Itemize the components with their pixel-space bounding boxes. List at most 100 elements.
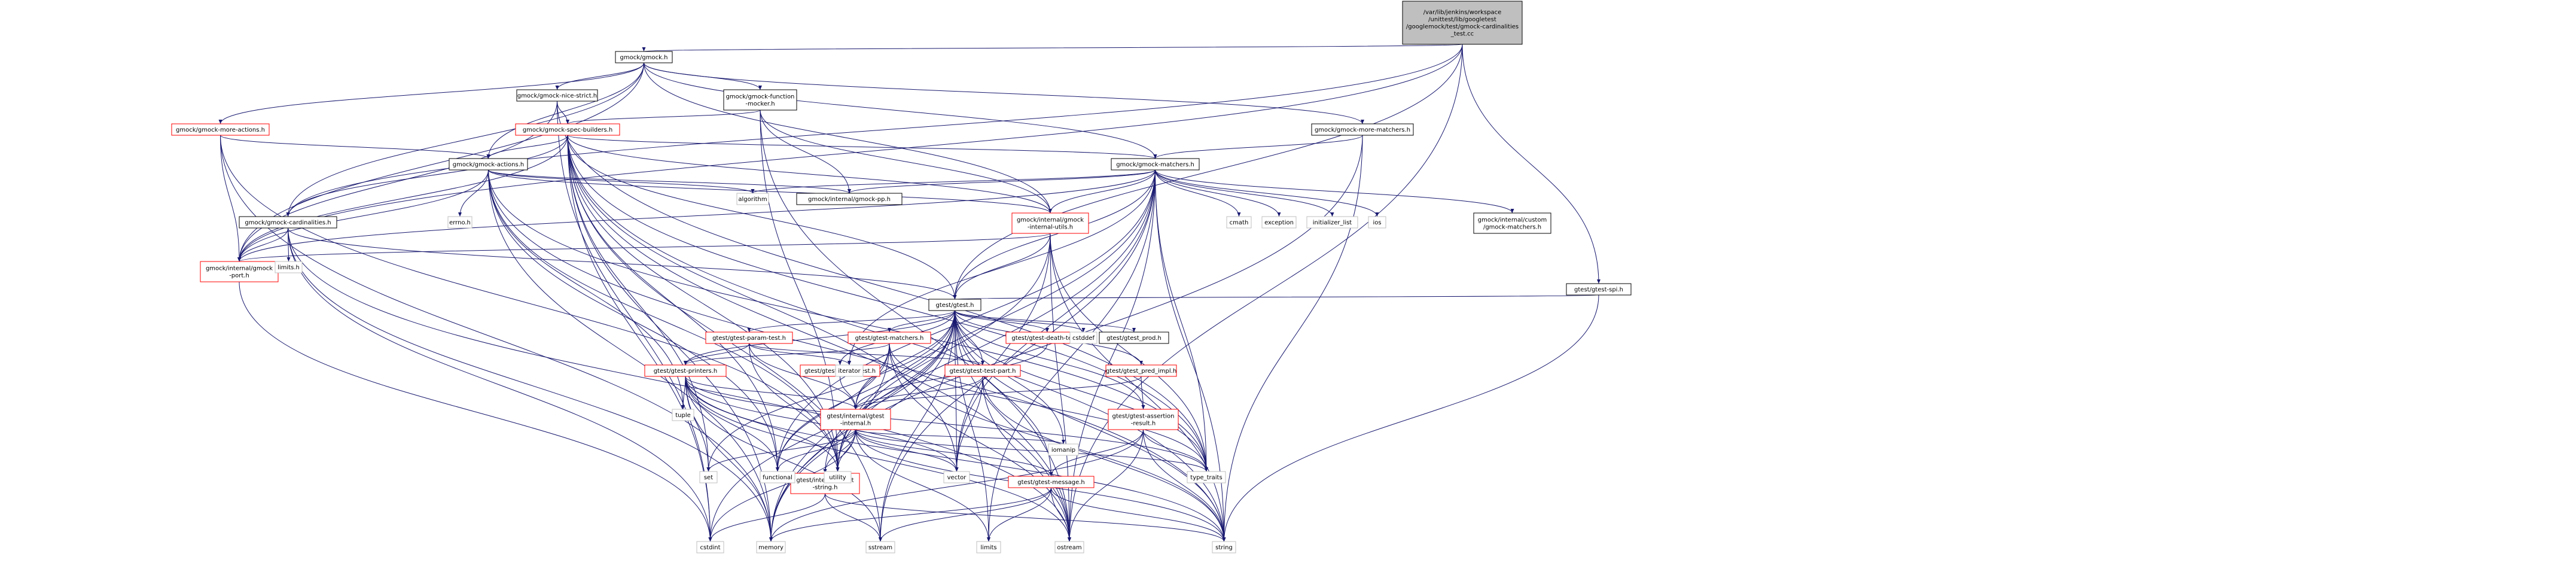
node-test-part[interactable]: gtest/gtest-test-part.h: [944, 364, 1021, 377]
node-gmock-pp[interactable]: gmock/internal/gmock-pp.h: [796, 193, 903, 205]
dependency-edge: [825, 493, 1226, 542]
dependency-edge: [776, 343, 890, 472]
node-root[interactable]: /var/lib/jenkins/workspace/unittest/lib/…: [1402, 1, 1523, 45]
dependency-edge: [955, 169, 1156, 472]
dependency-edge: [1051, 487, 1226, 542]
node-box: [515, 123, 620, 136]
node-assertion-result[interactable]: gtest/gtest-assertion-result.h: [1108, 409, 1179, 430]
dependency-edge: [749, 343, 984, 366]
node-gmock-port[interactable]: gmock/internal/gmock-port.h: [200, 261, 279, 282]
dependency-edge: [644, 62, 1157, 159]
dependency-edge: [237, 169, 489, 262]
dependency-edge: [953, 233, 1051, 300]
node-cardinalities[interactable]: gmock/gmock-cardinalities.h: [239, 216, 337, 229]
dependency-edge: [987, 169, 1156, 542]
node-actions[interactable]: gmock/gmock-actions.h: [449, 158, 528, 171]
node-box: [516, 89, 598, 102]
node-box: [1111, 158, 1200, 171]
node-label: /googlemock/test/gmock-cardinalities: [1406, 24, 1519, 31]
node-gtest-prod[interactable]: gtest/gtest_prod.h: [1099, 331, 1169, 344]
node-label: exception: [1264, 220, 1294, 226]
node-box: [171, 123, 270, 136]
node-custom-matchers[interactable]: gmock/internal/custom/gmock-matchers.h: [1473, 212, 1551, 234]
dependency-edge: [1048, 169, 1156, 214]
node-nice-strict[interactable]: gmock/gmock-nice-strict.h: [516, 89, 598, 102]
dependency-edge: [486, 62, 644, 159]
node-box: [1368, 216, 1386, 229]
node-label: gmock/gmock-more-actions.h: [176, 127, 265, 133]
dependency-edge: [1155, 169, 1208, 472]
dependency-edge: [685, 376, 711, 472]
node-matchers[interactable]: gmock/gmock-matchers.h: [1111, 158, 1200, 171]
dependency-edge: [1222, 294, 1599, 542]
node-label: cstddef: [1072, 335, 1095, 342]
node-box: [275, 261, 303, 273]
node-box: [696, 541, 724, 553]
node-more-matchers[interactable]: gmock/gmock-more-matchers.h: [1311, 123, 1414, 136]
node-box: [928, 299, 981, 311]
node-box: [672, 409, 694, 421]
node-box: [1187, 471, 1226, 483]
dependency-edge: [953, 169, 1156, 300]
node-box: [1306, 216, 1358, 229]
dependency-edge: [889, 343, 1208, 472]
node-label: -port.h: [229, 273, 249, 279]
node-sstream: sstream: [865, 541, 895, 553]
node-label: gtest/gtest-test-part.h: [950, 368, 1016, 375]
node-ios: ios: [1368, 216, 1386, 229]
dependency-edge: [1143, 429, 1208, 472]
node-gtest-matchers[interactable]: gtest/gtest-matchers.h: [848, 331, 931, 344]
dependency-edge: [879, 487, 1051, 542]
dependency-edge: [776, 429, 856, 472]
node-label: gmock/gmock-matchers.h: [1116, 162, 1194, 168]
dependency-edge: [953, 44, 1463, 300]
dependency-edge: [1462, 44, 1601, 284]
dependency-edge: [220, 135, 840, 472]
node-label: type_traits: [1190, 474, 1222, 481]
node-gtest-spi[interactable]: gtest/gtest-spi.h: [1566, 283, 1632, 296]
dependency-edge: [1068, 44, 1463, 542]
dependency-edge: [237, 233, 1051, 262]
node-gtest[interactable]: gtest/gtest.h: [928, 299, 981, 311]
node-label: utility: [829, 474, 846, 481]
dependency-edge: [488, 169, 1226, 542]
node-printers[interactable]: gtest/gtest-printers.h: [644, 364, 727, 377]
dependency-edge: [955, 310, 1053, 477]
node-label: limits.h: [278, 264, 300, 271]
dependency-edge: [1051, 487, 1071, 542]
node-box: [1212, 541, 1236, 553]
dependency-edge: [769, 169, 1156, 542]
dependency-edge: [760, 110, 1071, 542]
dependency-edge: [567, 135, 1052, 214]
dependency-edge: [286, 135, 568, 217]
node-spec-builders[interactable]: gmock/gmock-spec-builders.h: [515, 123, 620, 136]
node-more-actions[interactable]: gmock/gmock-more-actions.h: [171, 123, 270, 136]
node-pred-impl[interactable]: gtest/gtest_pred_impl.h: [1105, 364, 1177, 377]
dependency-edge: [749, 343, 840, 472]
dependency-edge: [955, 310, 1136, 333]
dependency-edge: [823, 429, 856, 474]
dependency-edge: [1155, 169, 1334, 217]
dependency-edge: [955, 310, 959, 472]
node-label: gtest/gtest-spi.h: [1574, 287, 1623, 293]
node-box: [200, 261, 279, 282]
node-label: cmath: [1230, 220, 1249, 226]
dependency-edge: [288, 227, 957, 300]
node-gtest-internal[interactable]: gtest/internal/gtest-internal.h: [820, 409, 891, 430]
node-algorithm: algorithm: [736, 193, 769, 205]
node-functional: functional: [760, 471, 795, 483]
node-gtest-message[interactable]: gtest/gtest-message.h: [1008, 476, 1095, 488]
dependency-edge: [685, 376, 1071, 542]
dependency-edge: [848, 169, 1156, 366]
node-box: [449, 158, 528, 171]
node-param-test[interactable]: gtest/gtest-param-test.h: [705, 331, 793, 344]
dependency-edge: [220, 135, 490, 159]
dependency-edge: [760, 110, 1052, 214]
dependency-edge: [1068, 429, 1144, 542]
node-label: gmock/gmock.h: [620, 54, 668, 61]
node-gmock[interactable]: gmock/gmock.h: [615, 51, 673, 63]
dependency-edge: [685, 376, 858, 410]
node-box: [1566, 283, 1632, 296]
node-fn-mocker[interactable]: gmock/gmock-function-mocker.h: [723, 89, 797, 111]
node-internal-utils[interactable]: gmock/internal/gmock-internal-utils.h: [1011, 212, 1089, 234]
